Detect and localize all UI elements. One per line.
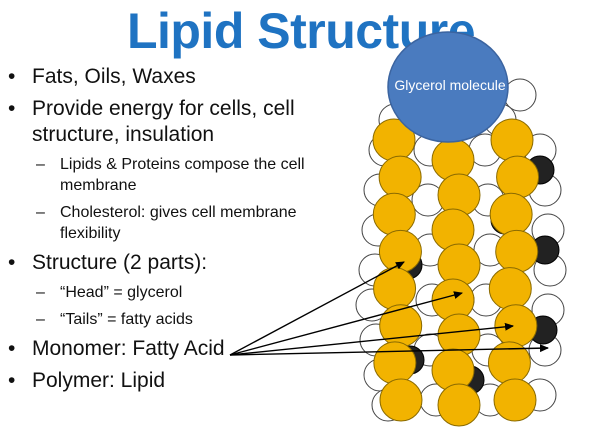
- fatty-acid-atom: [493, 378, 537, 422]
- sub-bullet-item: – “Head” = glycerol: [8, 282, 348, 303]
- sub-bullet-item: – Lipids & Proteins compose the cell mem…: [8, 154, 348, 196]
- sub-bullet-text: “Tails” = fatty acids: [60, 311, 193, 328]
- fatty-acid-chains: [372, 118, 540, 427]
- fatty-acid-atom: [488, 267, 532, 311]
- fatty-acid-atom: [378, 155, 422, 199]
- bullet-item: • Monomer: Fatty Acid: [8, 336, 348, 362]
- hydrogen-atom: [531, 293, 565, 327]
- hydrogen-atom: [528, 173, 562, 207]
- sub-bullet-text: Cholesterol: gives cell membrane flexibi…: [60, 204, 297, 242]
- bullet-text: Structure (2 parts):: [32, 251, 208, 274]
- carbon-atom-dark: [530, 235, 560, 265]
- bullet-list: • Fats, Oils, Waxes • Provide energy for…: [8, 64, 348, 400]
- hydrogen-atom: [483, 103, 517, 137]
- hydrogen-atom: [378, 103, 412, 137]
- hydrogen-atom: [411, 183, 445, 217]
- hydrogen-atom: [361, 213, 395, 247]
- hydrogen-atom: [419, 383, 453, 417]
- bullet-dot-icon: •: [8, 97, 16, 120]
- hydrogen-atom: [413, 233, 447, 267]
- hydrogen-atom: [523, 133, 557, 167]
- hydrogen-atom: [528, 333, 562, 367]
- fatty-acid-atom: [372, 118, 416, 162]
- hydrogen-atom: [468, 133, 502, 167]
- hydrogen-atom: [363, 173, 397, 207]
- hydrogen-atom: [503, 78, 537, 112]
- hydrogen-atom: [413, 333, 447, 367]
- fatty-acid-atom: [496, 155, 540, 199]
- carbon-atom-dark: [445, 285, 475, 315]
- hydrogen-atom: [415, 283, 449, 317]
- bullet-text: Provide energy for cells, cell structure…: [32, 97, 295, 146]
- carbon-atom-dark: [505, 385, 535, 415]
- hydrogen-atom: [471, 333, 505, 367]
- bullet-text: Monomer: Fatty Acid: [32, 337, 225, 360]
- bullet-item: • Fats, Oils, Waxes: [8, 64, 348, 90]
- sub-bullet-item: – Cholesterol: gives cell membrane flexi…: [8, 202, 348, 244]
- fatty-acid-atom: [378, 229, 422, 273]
- hydrogen-atom: [533, 253, 567, 287]
- fatty-acid-atom: [489, 192, 533, 236]
- dash-icon: –: [36, 284, 45, 301]
- hydrogen-atom: [469, 283, 503, 317]
- hydrogen-atom: [471, 183, 505, 217]
- bullet-dot-icon: •: [8, 369, 16, 392]
- fatty-acid-atom: [437, 383, 481, 427]
- hydrogen-atom: [355, 288, 389, 322]
- fatty-acid-atom: [431, 138, 475, 182]
- bullet-dot-icon: •: [8, 251, 16, 274]
- carbon-atom-dark: [395, 345, 425, 375]
- fatty-acid-atom: [487, 341, 531, 385]
- hydrogen-atom: [473, 383, 507, 417]
- fatty-acid-atom: [372, 192, 416, 236]
- dash-icon: –: [36, 204, 45, 221]
- fatty-acid-atom: [437, 173, 481, 217]
- fatty-acid-atom: [379, 304, 423, 348]
- carbon-dark-atoms: [393, 155, 560, 415]
- sub-bullet-item: – “Tails” = fatty acids: [8, 309, 348, 330]
- bullet-dot-icon: •: [8, 65, 16, 88]
- hydrogen-atom: [531, 213, 565, 247]
- hydrogen-atom: [413, 133, 447, 167]
- sub-bullet-text: Lipids & Proteins compose the cell membr…: [60, 156, 305, 194]
- bullet-item: • Structure (2 parts):: [8, 250, 348, 276]
- fatty-acid-atom: [373, 341, 417, 385]
- hydrogen-atom: [473, 233, 507, 267]
- hydrogen-atom: [363, 358, 397, 392]
- bullet-item: • Provide energy for cells, cell structu…: [8, 96, 348, 148]
- hydrogen-atom: [523, 378, 557, 412]
- fatty-acid-atom: [431, 348, 475, 392]
- fatty-acid-atom: [495, 229, 539, 273]
- hydrogen-atom: [359, 323, 393, 357]
- fatty-acid-atom: [437, 313, 481, 357]
- fatty-acid-atom: [431, 278, 475, 322]
- bullet-text: Polymer: Lipid: [32, 369, 166, 392]
- carbon-atom-dark: [490, 205, 520, 235]
- fatty-acid-atom: [490, 118, 534, 162]
- bullet-text: Fats, Oils, Waxes: [32, 65, 196, 88]
- fatty-acid-atom: [379, 378, 423, 422]
- bullet-dot-icon: •: [8, 337, 16, 360]
- glycerol-label: Glycerol molecule: [394, 77, 506, 93]
- sub-bullet-text: “Head” = glycerol: [60, 284, 183, 301]
- carbon-atom-dark: [455, 365, 485, 395]
- fatty-acid-atom: [373, 267, 417, 311]
- dash-icon: –: [36, 311, 45, 328]
- hydrogen-atoms: [355, 78, 567, 422]
- hydrogen-atom: [358, 253, 392, 287]
- carbon-atom-dark: [393, 250, 423, 280]
- fatty-acid-atom: [431, 208, 475, 252]
- carbon-atom-dark: [528, 315, 558, 345]
- hydrogen-atom: [371, 388, 405, 422]
- dash-icon: –: [36, 156, 45, 173]
- bullet-item: • Polymer: Lipid: [8, 368, 348, 394]
- slide-title: Lipid Structure: [126, 3, 476, 59]
- fatty-acid-atom: [494, 304, 538, 348]
- fatty-acid-atom: [437, 243, 481, 287]
- hydrogen-atom: [368, 133, 402, 167]
- carbon-atom-dark: [525, 155, 555, 185]
